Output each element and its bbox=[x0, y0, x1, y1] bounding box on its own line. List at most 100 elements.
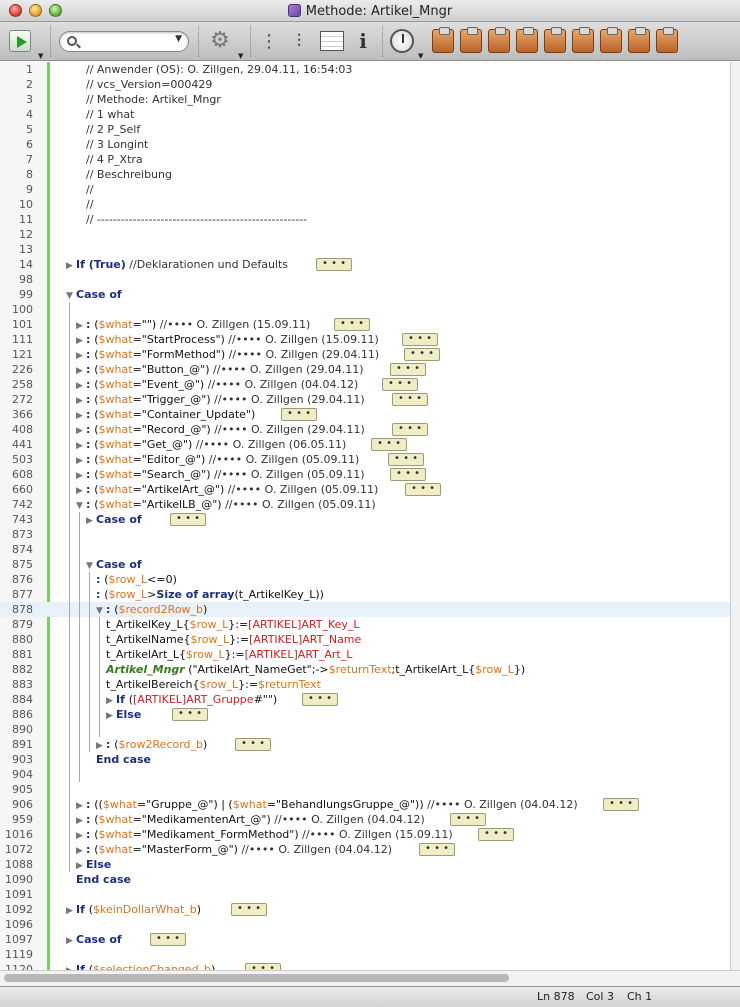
code-line[interactable]: 1091 bbox=[0, 887, 730, 902]
vertical-scrollbar[interactable] bbox=[730, 62, 740, 972]
collapsed-block-button[interactable]: • • • bbox=[390, 363, 427, 376]
disclosure-closed-icon[interactable]: ▶ bbox=[76, 381, 83, 391]
code-text[interactable]: t_ArtikelArt_L{$row_L}:=[ARTIKEL]ART_Art… bbox=[106, 647, 352, 662]
code-line[interactable]: 1072▶: ($what="MasterForm_@") //•••• O. … bbox=[0, 842, 730, 857]
code-line[interactable]: 111▶: ($what="StartProcess") //•••• O. Z… bbox=[0, 332, 730, 347]
clipboard-9-button[interactable] bbox=[655, 27, 679, 54]
minimize-window-button[interactable] bbox=[29, 4, 42, 17]
debug-button[interactable] bbox=[389, 28, 415, 54]
disclosure-closed-icon[interactable]: ▶ bbox=[76, 396, 83, 406]
code-line[interactable]: 608▶: ($what="Search_@") //•••• O. Zillg… bbox=[0, 467, 730, 482]
code-line[interactable]: 1096 bbox=[0, 917, 730, 932]
disclosure-open-icon[interactable]: ▼ bbox=[66, 291, 73, 301]
code-text[interactable]: ▶: ($what="StartProcess") //•••• O. Zill… bbox=[76, 332, 379, 347]
code-text[interactable]: End case bbox=[76, 872, 131, 887]
code-line[interactable]: 878▼: ($record2Row_b) bbox=[0, 602, 730, 617]
code-line[interactable]: 8// Beschreibung bbox=[0, 167, 730, 182]
code-text[interactable]: // 3 Longint bbox=[86, 137, 148, 152]
code-text[interactable]: ▼: ($record2Row_b) bbox=[96, 602, 207, 617]
code-text[interactable]: ▼: ($what="ArtikelLB_@") //•••• O. Zillg… bbox=[76, 497, 376, 512]
code-text[interactable]: ▶: ($what="") //•••• O. Zillgen (15.09.1… bbox=[76, 317, 310, 332]
disclosure-closed-icon[interactable]: ▶ bbox=[66, 261, 73, 271]
code-text[interactable]: ▶If ($selectionChanged_b) bbox=[66, 962, 215, 970]
expand-button[interactable]: ⫶ bbox=[287, 28, 311, 54]
collapsed-block-button[interactable]: • • • bbox=[231, 903, 268, 916]
code-line[interactable]: 366▶: ($what="Container_Update")• • • bbox=[0, 407, 730, 422]
code-line[interactable]: 441▶: ($what="Get_@") //•••• O. Zillgen … bbox=[0, 437, 730, 452]
disclosure-closed-icon[interactable]: ▶ bbox=[76, 831, 83, 841]
clipboard-5-button[interactable] bbox=[543, 27, 567, 54]
collapsed-block-button[interactable]: • • • bbox=[405, 483, 442, 496]
code-text[interactable]: ▶: ($what="Event_@") //•••• O. Zillgen (… bbox=[76, 377, 358, 392]
disclosure-closed-icon[interactable]: ▶ bbox=[76, 486, 83, 496]
code-line[interactable]: 876: ($row_L<=0) bbox=[0, 572, 730, 587]
code-line[interactable]: 98 bbox=[0, 272, 730, 287]
code-line[interactable]: 5// 2 P_Self bbox=[0, 122, 730, 137]
code-line[interactable]: 905 bbox=[0, 782, 730, 797]
code-line[interactable]: 1092▶If ($keinDollarWhat_b)• • • bbox=[0, 902, 730, 917]
collapsed-block-button[interactable]: • • • bbox=[334, 318, 371, 331]
code-line[interactable]: 873 bbox=[0, 527, 730, 542]
collapsed-block-button[interactable]: • • • bbox=[281, 408, 318, 421]
code-text[interactable]: // Methode: Artikel_Mngr bbox=[86, 92, 221, 107]
clipboard-4-button[interactable] bbox=[515, 27, 539, 54]
disclosure-closed-icon[interactable]: ▶ bbox=[76, 861, 83, 871]
code-text[interactable]: // 4 P_Xtra bbox=[86, 152, 143, 167]
code-editor[interactable]: 1// Anwender (OS): O. Zillgen, 29.04.11,… bbox=[0, 62, 740, 970]
code-text[interactable]: // bbox=[86, 197, 93, 212]
collapsed-block-button[interactable]: • • • bbox=[170, 513, 207, 526]
code-text[interactable]: ▶: ($what="Button_@") //•••• O. Zillgen … bbox=[76, 362, 364, 377]
collapsed-block-button[interactable]: • • • bbox=[316, 258, 353, 271]
disclosure-closed-icon[interactable]: ▶ bbox=[76, 321, 83, 331]
disclosure-open-icon[interactable]: ▼ bbox=[96, 606, 103, 616]
collapsed-block-button[interactable]: • • • bbox=[419, 843, 456, 856]
collapsed-block-button[interactable]: • • • bbox=[388, 453, 425, 466]
code-line[interactable]: 12 bbox=[0, 227, 730, 242]
code-text[interactable]: ▶: ($what="Editor_@") //•••• O. Zillgen … bbox=[76, 452, 359, 467]
code-text[interactable]: ▶: ($what="FormMethod") //•••• O. Zillge… bbox=[76, 347, 379, 362]
code-line[interactable]: 101▶: ($what="") //•••• O. Zillgen (15.0… bbox=[0, 317, 730, 332]
run-method-button[interactable] bbox=[8, 28, 32, 54]
code-line[interactable]: 503▶: ($what="Editor_@") //•••• O. Zillg… bbox=[0, 452, 730, 467]
code-line[interactable]: 226▶: ($what="Button_@") //•••• O. Zillg… bbox=[0, 362, 730, 377]
collapse-button[interactable]: ⋮ bbox=[259, 28, 279, 54]
search-input[interactable] bbox=[82, 34, 168, 49]
code-line[interactable]: 884▶If ([ARTIKEL]ART_Gruppe#"")• • • bbox=[0, 692, 730, 707]
disclosure-closed-icon[interactable]: ▶ bbox=[66, 936, 73, 946]
code-line[interactable]: 890 bbox=[0, 722, 730, 737]
clipboard-7-button[interactable] bbox=[599, 27, 623, 54]
code-text[interactable]: End case bbox=[96, 752, 151, 767]
code-text[interactable]: ▶: ($what="MasterForm_@") //•••• O. Zill… bbox=[76, 842, 392, 857]
code-line[interactable]: 408▶: ($what="Record_@") //•••• O. Zillg… bbox=[0, 422, 730, 437]
collapsed-block-button[interactable]: • • • bbox=[390, 468, 427, 481]
disclosure-closed-icon[interactable]: ▶ bbox=[76, 801, 83, 811]
code-text[interactable]: t_ArtikelName{$row_L}:=[ARTIKEL]ART_Name bbox=[106, 632, 361, 647]
code-line[interactable]: 906▶: (($what="Gruppe_@") | ($what="Beha… bbox=[0, 797, 730, 812]
code-line[interactable]: 11// -----------------------------------… bbox=[0, 212, 730, 227]
code-text[interactable]: : ($row_L<=0) bbox=[96, 572, 177, 587]
clipboard-8-button[interactable] bbox=[627, 27, 651, 54]
disclosure-closed-icon[interactable]: ▶ bbox=[86, 516, 93, 526]
close-window-button[interactable] bbox=[9, 4, 22, 17]
collapsed-block-button[interactable]: • • • bbox=[478, 828, 515, 841]
code-line[interactable]: 99▼Case of bbox=[0, 287, 730, 302]
code-line[interactable]: 877: ($row_L>Size of array(t_ArtikelKey_… bbox=[0, 587, 730, 602]
collapsed-block-button[interactable]: • • • bbox=[402, 333, 439, 346]
code-text[interactable]: ▶Case of bbox=[66, 932, 122, 947]
disclosure-closed-icon[interactable]: ▶ bbox=[66, 906, 73, 916]
disclosure-closed-icon[interactable]: ▶ bbox=[76, 441, 83, 451]
code-line[interactable]: 904 bbox=[0, 767, 730, 782]
clipboard-1-button[interactable] bbox=[431, 27, 455, 54]
disclosure-closed-icon[interactable]: ▶ bbox=[76, 426, 83, 436]
settings-menu-caret-icon[interactable]: ▼ bbox=[238, 52, 244, 60]
debug-menu-caret-icon[interactable]: ▼ bbox=[418, 52, 424, 60]
disclosure-closed-icon[interactable]: ▶ bbox=[76, 816, 83, 826]
disclosure-closed-icon[interactable]: ▶ bbox=[76, 456, 83, 466]
code-line[interactable]: 886▶Else• • • bbox=[0, 707, 730, 722]
disclosure-open-icon[interactable]: ▼ bbox=[76, 501, 83, 511]
